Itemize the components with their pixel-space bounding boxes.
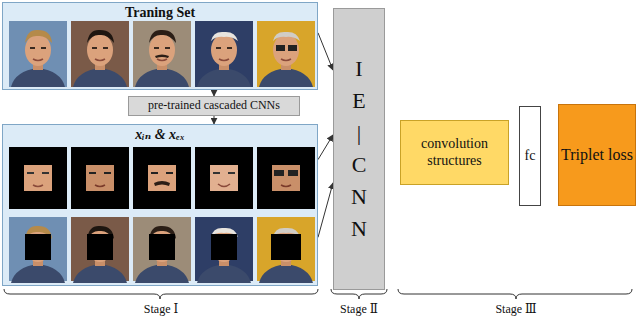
layer-box: fc: [519, 106, 541, 206]
cropped-photos: [3, 125, 317, 285]
node-text: Triplet loss: [561, 146, 633, 164]
node-text: xᵢₙ & xₑₓ: [135, 127, 184, 143]
face-photo: [257, 21, 315, 87]
flow-arrow: [318, 33, 333, 70]
stage-brackets: [4, 289, 632, 299]
stage-label: Stage Ⅱ: [340, 302, 378, 317]
flow-arrow: [318, 135, 333, 160]
node-text: convolution structures: [401, 136, 508, 168]
face-photo: [9, 21, 67, 87]
network-block: I E | C N N: [333, 8, 385, 290]
node-text: I E | C N N: [348, 53, 370, 244]
node-text: pre-trained cascaded CNNs: [148, 99, 280, 113]
inner-crops: [9, 147, 315, 209]
face-photo: [195, 21, 253, 87]
stage-bracket: [4, 289, 318, 299]
stage-label: Stage Ⅰ: [144, 302, 178, 317]
face-photo: [133, 21, 191, 87]
stage-bracket: [398, 289, 632, 299]
process-box: pre-trained cascaded CNNs: [128, 96, 300, 116]
flow-arrow: [318, 183, 333, 238]
dataset-panel: xᵢₙ & xₑₓ: [2, 124, 318, 286]
node-text: fc: [525, 148, 536, 164]
dataset-panel: Traning Set: [2, 2, 318, 90]
stage-label: Stage Ⅲ: [495, 302, 536, 317]
stage-bracket: [331, 289, 387, 299]
loss-box: Triplet loss: [558, 104, 636, 206]
face-photo: [71, 21, 129, 87]
layer-box: convolution structures: [400, 120, 509, 185]
outer-crops: [9, 217, 315, 283]
flow-arrow: [214, 116, 215, 124]
node-text: Traning Set: [125, 5, 195, 21]
